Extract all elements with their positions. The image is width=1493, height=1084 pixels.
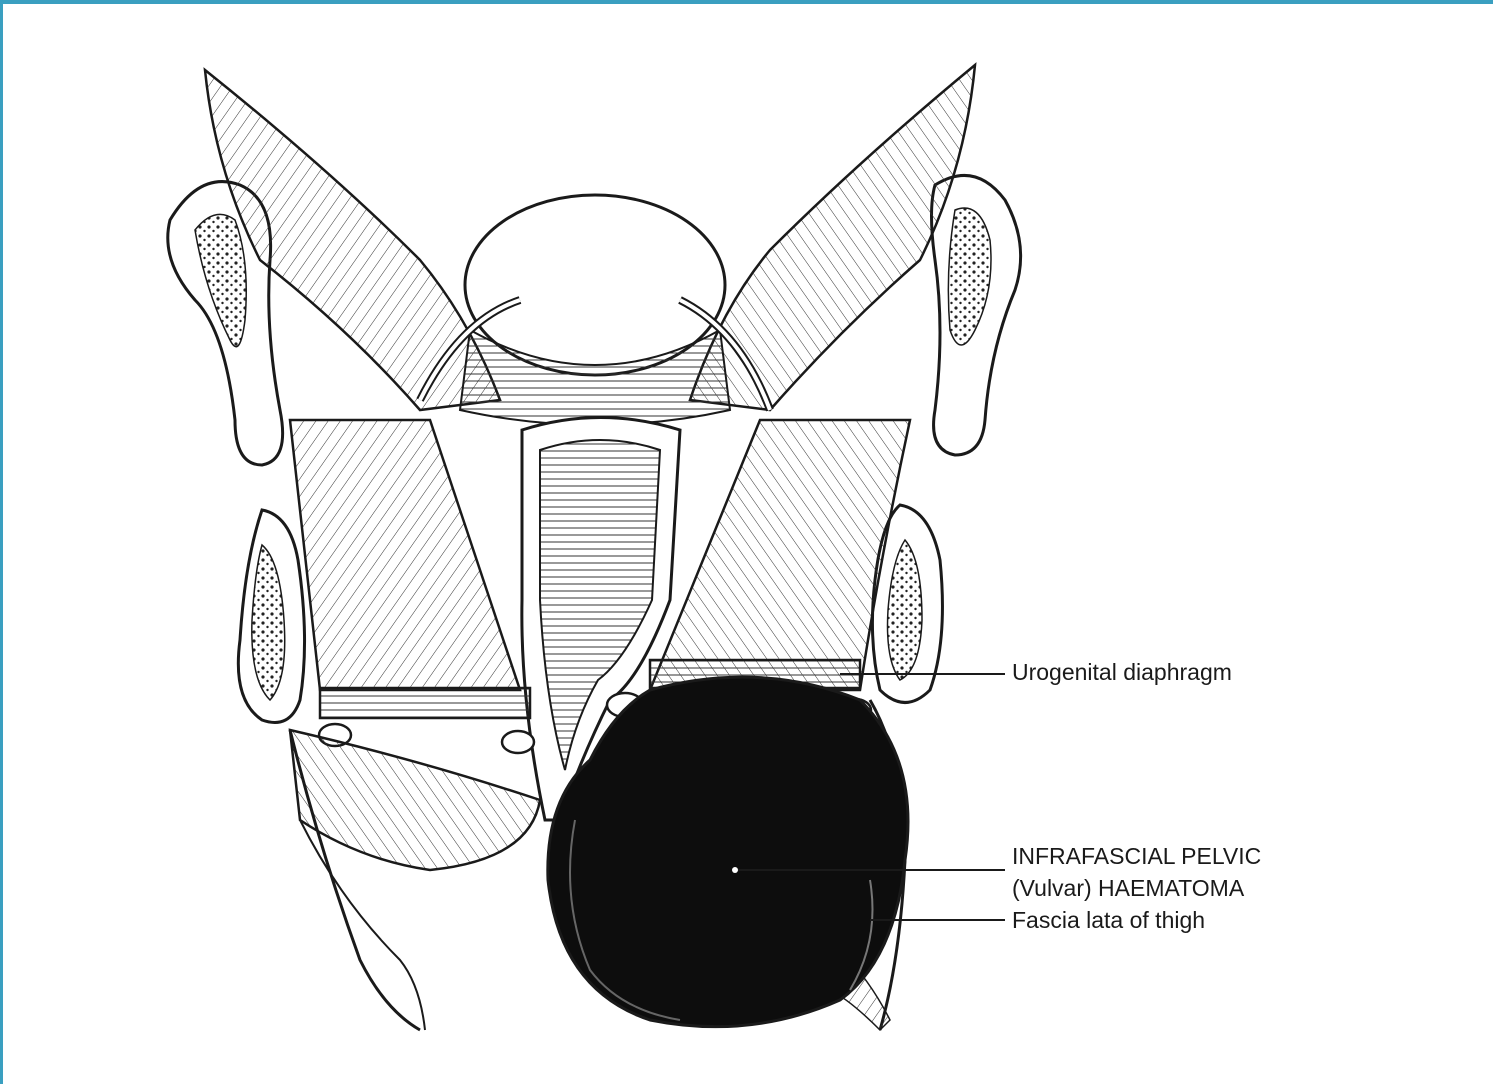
label-urogenital-diaphragm: Urogenital diaphragm [1012,656,1232,688]
bladder [420,195,770,425]
left-thigh [290,730,540,1030]
label-haematoma-line2: (Vulvar) HAEMATOMA [1012,872,1244,904]
label-fascia-lata: Fascia lata of thigh [1012,904,1205,936]
label-haematoma-line1: INFRAFASCIAL PELVIC [1012,840,1261,872]
haematoma [548,677,908,1027]
